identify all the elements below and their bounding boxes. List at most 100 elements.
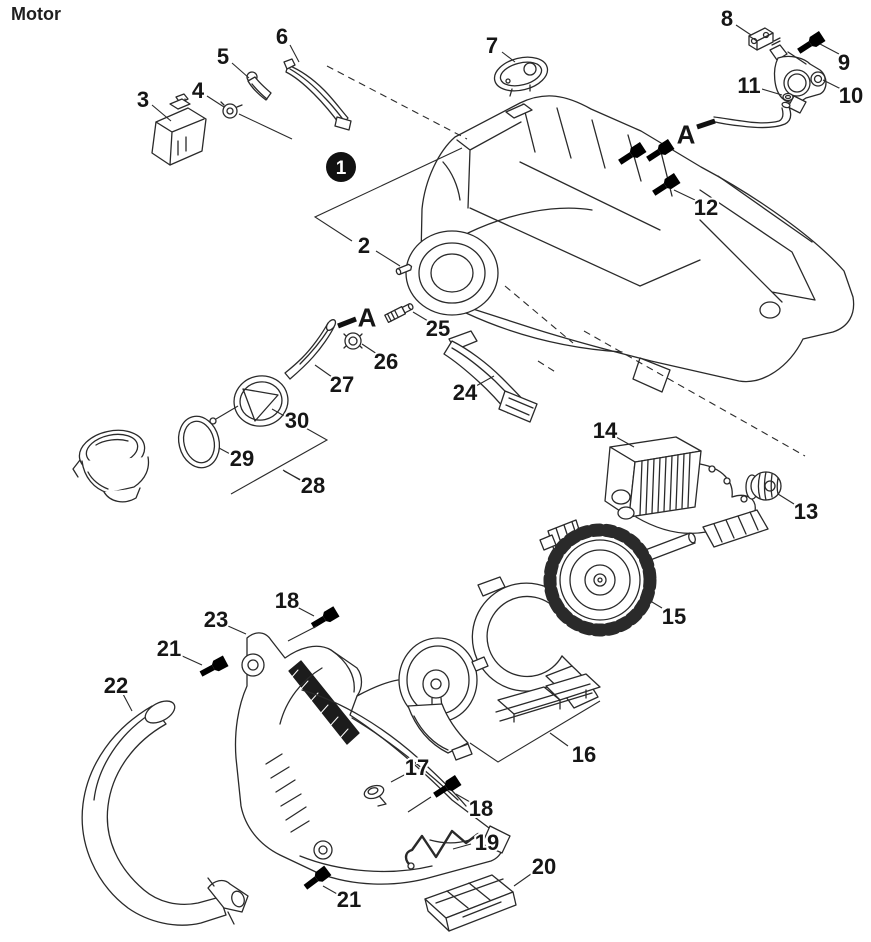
callout-25: 25 [424, 314, 452, 343]
svg-text:21: 21 [157, 636, 181, 661]
svg-text:1: 1 [336, 158, 347, 179]
part-armature-fan [539, 519, 696, 637]
part-fan-cover-disc [398, 637, 489, 761]
callout-leader-line [122, 693, 133, 712]
callout-9: 9 [836, 48, 852, 77]
part-cap-retainer-disc [209, 375, 289, 427]
callout-28: 28 [299, 471, 327, 500]
part-fuel-line-upper [710, 101, 792, 129]
part-motor-housing-assembly [405, 95, 855, 393]
callout-24: 24 [451, 378, 480, 407]
screw-9 [795, 30, 826, 57]
callout-7: 7 [484, 31, 500, 60]
callout-a: A [675, 117, 698, 151]
callout-11: 11 [735, 71, 762, 100]
part-latch-clip [363, 784, 387, 807]
screw-21-top [198, 655, 229, 680]
callout-29: 29 [228, 444, 256, 473]
svg-text:19: 19 [475, 830, 499, 855]
svg-text:15: 15 [662, 604, 686, 629]
callout-leader-line [777, 493, 795, 505]
svg-text:24: 24 [453, 380, 478, 405]
callout-26: 26 [372, 347, 400, 376]
callout-18: 18 [273, 586, 301, 615]
svg-text:26: 26 [374, 349, 398, 374]
callout-22: 22 [102, 671, 130, 700]
group-bracket-line [230, 408, 329, 495]
callout-leader-line [227, 625, 247, 635]
callout-leader-line [218, 447, 233, 456]
callout-13: 13 [792, 497, 820, 526]
svg-text:4: 4 [192, 78, 205, 103]
callout-6: 6 [274, 22, 290, 51]
assembly-axis-dashed-line [326, 65, 468, 140]
svg-text:12: 12 [694, 195, 718, 220]
callout-23: 23 [202, 605, 230, 634]
callout-leader-line [452, 843, 472, 850]
part-lock-nut [220, 101, 243, 119]
callout-leader-line [314, 364, 333, 378]
svg-text:20: 20 [532, 854, 556, 879]
svg-text:2: 2 [358, 233, 370, 258]
callout-leader-line [646, 598, 663, 609]
svg-text:28: 28 [301, 473, 325, 498]
callout-10: 10 [837, 81, 865, 110]
part-clamp-block [748, 27, 774, 51]
svg-text:13: 13 [794, 499, 818, 524]
callout-27: 27 [328, 370, 356, 399]
callout-leader-line [231, 62, 250, 79]
callout-leader-line [455, 793, 471, 803]
callout-30: 30 [283, 406, 311, 435]
callout-20: 20 [530, 852, 558, 881]
callout-leader-line [822, 79, 842, 90]
callout-18: 18 [467, 794, 495, 823]
svg-text:29: 29 [230, 446, 254, 471]
svg-text:10: 10 [839, 83, 863, 108]
callout-12: 12 [692, 193, 720, 222]
callout-leader-line [475, 375, 495, 387]
part-knurled-nut [343, 332, 363, 350]
assembly-axis-dashed-line [537, 360, 558, 374]
callout-19: 19 [473, 828, 501, 857]
callout-leader-line [819, 43, 840, 55]
callout-5: 5 [215, 42, 231, 71]
svg-text:7: 7 [486, 33, 498, 58]
callout-21: 21 [335, 885, 363, 914]
callout-leader-line [322, 885, 340, 896]
part-elbow-tube [284, 319, 337, 380]
part-pin-nipple [395, 263, 413, 276]
part-intake-knob [745, 471, 782, 501]
callout-14: 14 [591, 416, 620, 445]
part-speed-controller [604, 436, 769, 548]
page-title: Motor [11, 4, 61, 24]
callout-16: 16 [570, 740, 598, 769]
part-fan-duct [443, 330, 538, 423]
svg-text:A: A [358, 302, 377, 332]
callout-a: A [356, 300, 379, 334]
svg-text:9: 9 [838, 50, 850, 75]
part-cover-pad [493, 56, 549, 97]
alignment-line [238, 113, 293, 140]
part-carburetor-valve [769, 37, 827, 114]
callout-3: 3 [135, 85, 151, 114]
svg-text:27: 27 [330, 372, 354, 397]
callout-leader-line [513, 873, 532, 887]
part-inlet-screen [424, 874, 517, 932]
callout-leader-line [501, 51, 516, 63]
part-o-ring-small [782, 92, 794, 102]
svg-text:17: 17 [405, 755, 429, 780]
part-fuel-cap [72, 429, 150, 503]
svg-text:14: 14 [593, 418, 618, 443]
callout-leader-line [673, 189, 696, 201]
svg-text:23: 23 [204, 607, 228, 632]
callout-leader-line [615, 436, 635, 448]
svg-text:A: A [677, 119, 696, 149]
callout-leader-line [179, 654, 203, 666]
part-throttle-lever [246, 71, 272, 101]
callout-1-circled: 1 [326, 152, 356, 182]
svg-text:22: 22 [104, 673, 128, 698]
alignment-line [287, 625, 318, 642]
part-lever-link [283, 58, 352, 131]
